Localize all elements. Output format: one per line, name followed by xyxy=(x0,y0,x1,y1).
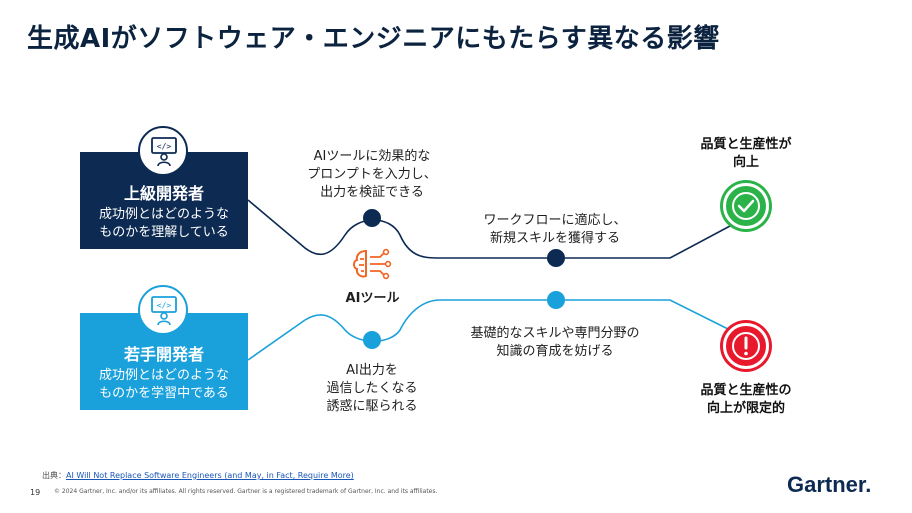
page-number: 19 xyxy=(30,488,41,497)
copyright-text: © 2024 Gartner, Inc. and/or its affiliat… xyxy=(54,488,438,495)
senior-step2-dot xyxy=(547,249,565,267)
junior-heading: 若手開発者 xyxy=(123,345,204,364)
senior-step1-dot xyxy=(363,209,381,227)
svg-text:</>: </> xyxy=(157,142,172,151)
developer-screen-icon: </> xyxy=(138,126,188,176)
junior-desc-line2: ものかを学習中である xyxy=(99,386,229,401)
svg-text:</>: </> xyxy=(157,301,172,310)
developer-screen-icon: </> xyxy=(138,285,188,335)
junior-step2-label: 基礎的なスキルや専門分野の 知識の育成を妨げる xyxy=(470,326,640,359)
junior-outcome-label: 品質と生産性の 向上が限定的 xyxy=(700,383,792,416)
senior-desc-line2: ものかを理解している xyxy=(99,225,229,240)
senior-step2-label: ワークフローに適応し、 新規スキルを獲得する xyxy=(483,213,627,246)
gartner-logo: Gartner. xyxy=(787,472,872,497)
source-citation: 出典：AI Will Not Replace Software Engineer… xyxy=(42,471,354,480)
ai-tool-label: AIツール xyxy=(345,291,400,306)
junior-step1-label: AI出力を 過信したくなる 誘惑に駆られる xyxy=(326,363,418,414)
junior-step2-dot xyxy=(547,291,565,309)
source-link[interactable]: AI Will Not Replace Software Engineers (… xyxy=(66,471,354,480)
junior-desc-line1: 成功例とはどのような xyxy=(98,368,229,383)
senior-desc-line1: 成功例とはどのような xyxy=(98,207,229,222)
senior-step1-label: AIツールに効果的な プロンプトを入力し、 出力を検証できる xyxy=(307,149,437,200)
exclamation-icon xyxy=(723,323,769,369)
senior-heading: 上級開発者 xyxy=(123,184,204,203)
page-title: 生成AIがソフトウェア・エンジニアにもたらす異なる影響 xyxy=(27,24,720,54)
junior-step1-dot xyxy=(363,331,381,349)
checkmark-icon xyxy=(723,183,769,229)
senior-outcome-label: 品質と生産性が 向上 xyxy=(700,137,792,170)
ai-brain-icon xyxy=(350,247,394,285)
